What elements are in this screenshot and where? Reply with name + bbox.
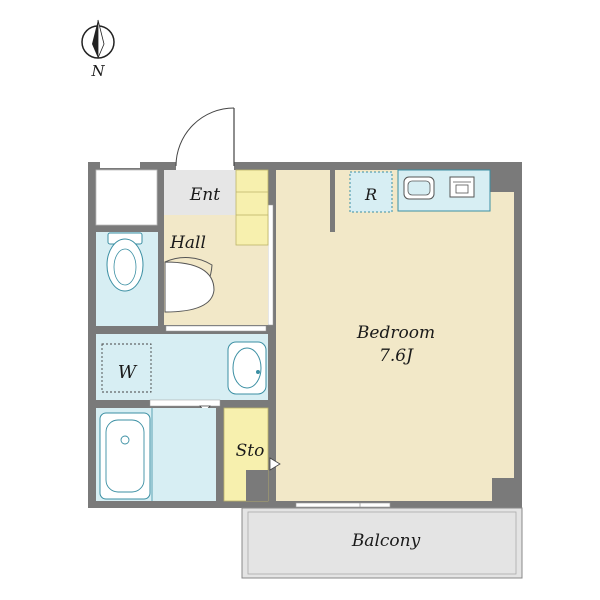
bedroom-label: Bedroom [356, 323, 435, 343]
storage-label: Sto [236, 441, 265, 461]
bathtub-icon [99, 412, 151, 500]
bedroom-wall-bump [490, 170, 514, 192]
washbasin-icon [227, 341, 267, 395]
compass: N [81, 19, 115, 80]
storage-wall-corner [246, 470, 268, 501]
bathtub-drain [120, 435, 130, 445]
toilet-door [164, 257, 215, 313]
top-left-closet [95, 169, 158, 226]
washbasin-bowl [232, 347, 262, 389]
washer-space [101, 343, 152, 393]
entrance-floor [164, 170, 236, 215]
washroom-door [149, 399, 221, 407]
hall-closet-overlap [235, 214, 269, 246]
kitchen-counter [397, 169, 491, 212]
bedroom-wall-bump-bottom [492, 478, 514, 501]
balcony-inner [247, 511, 517, 575]
washbasin-drain [256, 370, 260, 374]
balcony-label: Balcony [351, 531, 421, 551]
entrance-door-arc [175, 107, 235, 167]
refrigerator-label: R [364, 185, 377, 204]
top-left-window [100, 162, 140, 168]
toilet-icon [106, 232, 144, 292]
closet-sliding-door [267, 204, 274, 326]
sink-basin [407, 180, 431, 196]
refrigerator [349, 171, 393, 213]
partition-stub [330, 170, 335, 232]
washer-label: W [118, 362, 138, 383]
bedroom-size-label: 7.6J [379, 346, 414, 366]
stove-burner [455, 184, 469, 194]
compass-needle-half-icon [97, 19, 105, 59]
toilet-door-fill [164, 261, 215, 313]
entrance-label: Ent [189, 185, 220, 205]
entrance-door [175, 107, 235, 170]
storage-door-marker [269, 457, 281, 471]
bathtub-inner [105, 419, 145, 493]
hall-sliding-door [165, 325, 267, 332]
bedroom-floor-main [276, 170, 514, 501]
toilet-seat [113, 248, 137, 286]
entrance-door-gap [176, 162, 234, 170]
hall-label: Hall [169, 233, 206, 253]
stove-icon [449, 176, 475, 198]
bedroom-window [295, 502, 391, 508]
north-label: N [90, 62, 105, 80]
